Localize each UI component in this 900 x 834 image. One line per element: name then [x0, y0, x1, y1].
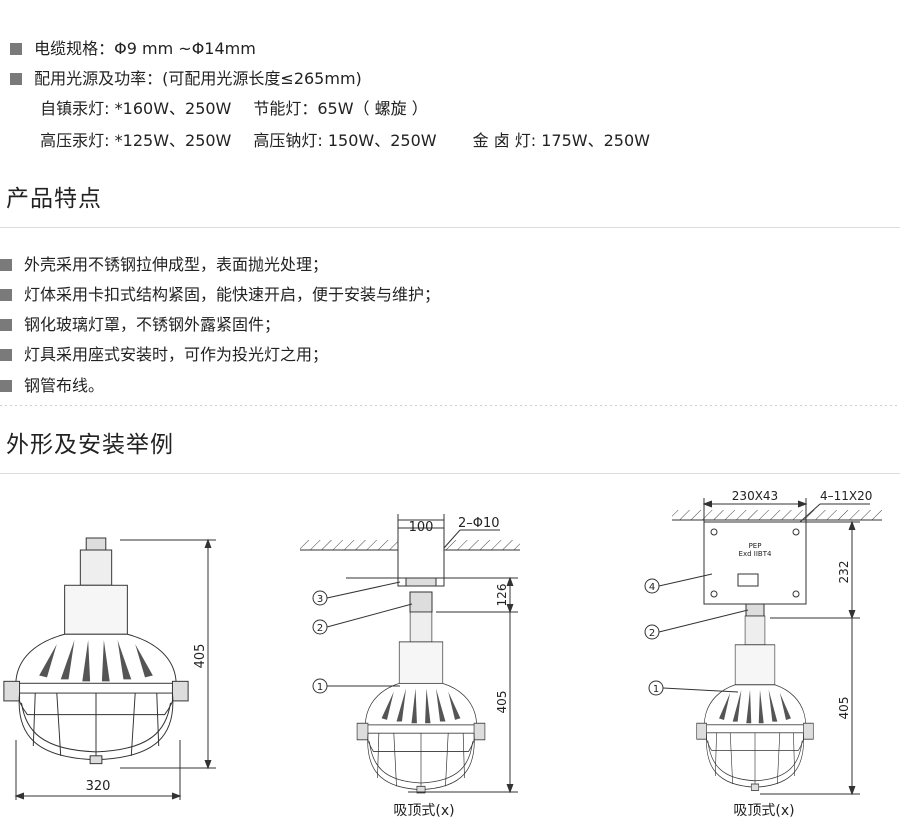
feature-text: 灯具采用座式安装时，可作为投光灯之用； — [24, 345, 329, 364]
feature-text: 钢管布线。 — [24, 376, 105, 395]
feature-item: 钢管布线。 — [0, 375, 104, 397]
source-spec-text: 配用光源及功率：(可配用光源长度≤265mm) — [34, 69, 362, 88]
feature-text: 钢化玻璃灯罩，不锈钢外露紧固件； — [24, 315, 281, 334]
section-title-install: 外形及安装举例 — [6, 432, 174, 458]
lamp-high-pressure-mercury: 高压汞灯: *125W、250W — [40, 131, 232, 150]
installation-drawings: 405 320 100 2–Φ10 — [3, 489, 882, 819]
section-title-features: 产品特点 — [6, 186, 102, 212]
figure-caption: 吸顶式(x) — [393, 803, 454, 819]
callout-1: 1 — [317, 682, 323, 693]
lamp-energy-saving: 节能灯：65W（ 螺旋 ） — [253, 99, 428, 118]
dim-upper: 232 — [837, 561, 851, 584]
dim-height: 405 — [193, 644, 208, 669]
spec-source: 配用光源及功率：(可配用光源长度≤265mm) — [0, 46, 362, 90]
callout-3: 3 — [317, 594, 323, 605]
dim-box-width: 230X43 — [732, 489, 778, 503]
figure-1-pendant: 405 320 — [3, 537, 216, 800]
dim-upper: 126 — [495, 584, 509, 607]
bullet-square — [0, 259, 12, 271]
callout-2: 2 — [317, 623, 323, 634]
box-marking-exd: Exd IIBT4 — [739, 550, 772, 558]
dim-lower: 405 — [837, 697, 851, 720]
spec-lamps-row1: 自镇汞灯: *160W、250W 节能灯：65W（ 螺旋 ） — [0, 76, 428, 120]
feature-item: 外壳采用不锈钢拉伸成型，表面抛光处理； — [0, 254, 328, 276]
dim-holes: 2–Φ10 — [458, 516, 500, 531]
lamp-drawing — [356, 611, 486, 794]
section-divider — [0, 473, 900, 474]
spec-cable: 电缆规格：Φ9 mm ~Φ14mm — [0, 16, 256, 60]
lamp-high-pressure-sodium: 高压钠灯: 150W、250W — [253, 131, 437, 150]
dotted-divider — [0, 405, 900, 406]
figure-caption: 吸顶式(x) — [733, 803, 794, 819]
callout-1: 1 — [653, 684, 659, 695]
dim-plate-width: 100 — [409, 520, 434, 535]
callout-2: 2 — [649, 628, 655, 639]
lamp-self-ballasted: 自镇汞灯: *160W、250W — [40, 99, 232, 118]
bullet-square — [0, 349, 12, 361]
feature-item: 灯具采用座式安装时，可作为投光灯之用； — [0, 344, 328, 366]
spec-lamps-row2: 高压汞灯: *125W、250W 高压钠灯: 150W、250W 金 卤 灯: 17… — [0, 108, 650, 152]
bullet-square — [0, 319, 12, 331]
feature-text: 外壳采用不锈钢拉伸成型，表面抛光处理； — [24, 255, 329, 274]
feature-item: 钢化玻璃灯罩，不锈钢外露紧固件； — [0, 314, 280, 336]
section-divider — [0, 227, 900, 228]
dim-lower: 405 — [495, 691, 509, 714]
bullet-square — [0, 380, 12, 392]
feature-item: 灯体采用卡扣式结构紧固，能快速开启，便于安装与维护； — [0, 284, 440, 306]
callout-4: 4 — [649, 582, 655, 593]
bullet-square — [0, 289, 12, 301]
figure-3-ceiling-box: 230X43 4–11X20 PEP Exd IIBT4 232 405 4 2 — [644, 489, 882, 819]
figure-2-ceiling: 100 2–Φ10 126 405 3 2 1 吸顶式(x) — [300, 514, 520, 819]
cable-spec-text: 电缆规格：Φ9 mm ~Φ14mm — [34, 39, 256, 58]
lamp-drawing — [3, 537, 189, 765]
lamp-drawing — [696, 615, 814, 791]
lamp-metal-halide: 金 卤 灯: 175W、250W — [472, 131, 650, 150]
dim-box-holes: 4–11X20 — [820, 489, 872, 503]
bullet-square — [10, 43, 23, 55]
dim-width: 320 — [86, 779, 111, 794]
feature-text: 灯体采用卡扣式结构紧固，能快速开启，便于安装与维护； — [24, 285, 441, 304]
box-marking-pep: PEP — [749, 542, 762, 550]
bullet-square — [10, 73, 23, 85]
